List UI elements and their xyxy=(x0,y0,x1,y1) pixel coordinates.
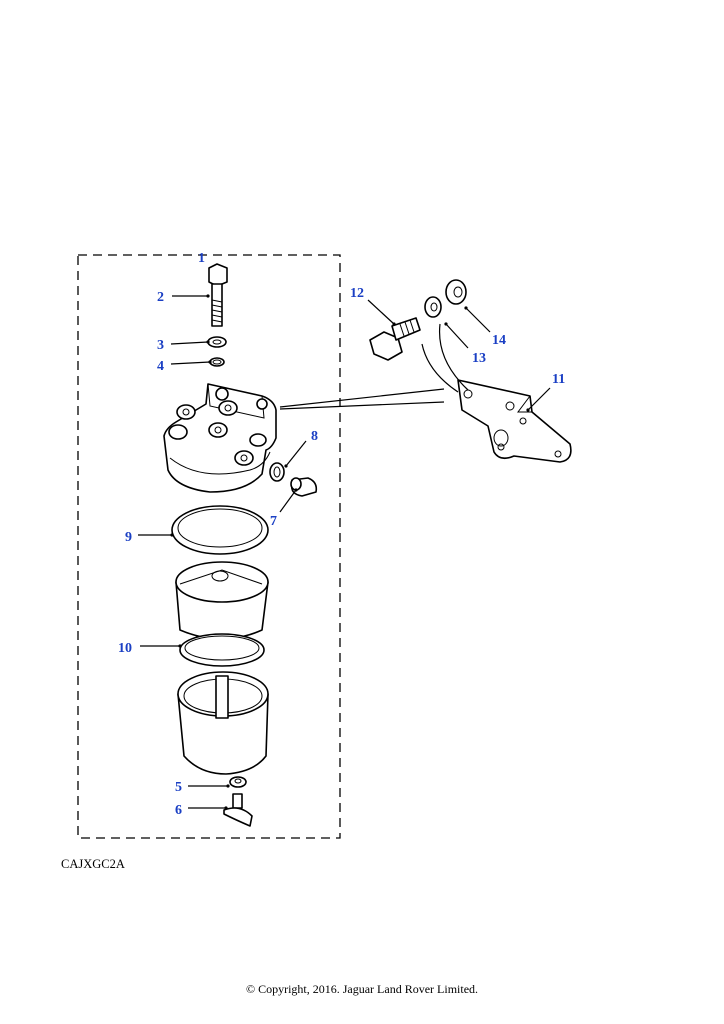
copyright-notice: © Copyright, 2016. Jaguar Land Rover Lim… xyxy=(245,982,479,996)
callout-3: 3 xyxy=(157,338,164,353)
connector-line xyxy=(279,388,445,408)
part-washer xyxy=(207,336,227,348)
part-bracket-washer xyxy=(424,296,442,318)
part-seal-ring xyxy=(171,505,269,555)
connector-line xyxy=(421,343,459,393)
part-filter-element xyxy=(175,561,269,640)
connector-line xyxy=(438,323,469,391)
callout-7: 7 xyxy=(270,514,277,529)
diagram-reference-code: CAJXGC2A xyxy=(61,857,125,871)
assembly-boundary xyxy=(77,254,341,839)
part-filter-bowl xyxy=(177,671,269,775)
callout-1: 1 xyxy=(198,251,205,266)
callout-5: 5 xyxy=(175,780,182,795)
part-bolt xyxy=(208,263,228,327)
callout-8: 8 xyxy=(311,429,318,444)
part-drain-washer xyxy=(229,776,247,788)
part-drain-screw xyxy=(223,793,253,827)
callout-10: 10 xyxy=(118,641,132,656)
callout-12: 12 xyxy=(350,286,364,301)
part-mounting-bracket xyxy=(457,379,572,463)
leader-lines xyxy=(138,294,551,810)
callout-2: 2 xyxy=(157,290,164,305)
part-bracket-nut xyxy=(445,279,467,305)
part-sealing-washer xyxy=(269,462,285,482)
part-bowl-seal xyxy=(179,633,265,667)
callout-4: 4 xyxy=(157,359,164,374)
part-o-ring-small xyxy=(209,357,225,367)
callout-13: 13 xyxy=(472,351,486,366)
part-plug xyxy=(290,477,318,497)
callout-9: 9 xyxy=(125,530,132,545)
callout-6: 6 xyxy=(175,803,182,818)
part-bracket-bolt xyxy=(369,317,421,361)
callout-14: 14 xyxy=(492,333,506,348)
part-filter-head xyxy=(163,383,277,493)
callout-11: 11 xyxy=(552,372,565,387)
connector-line xyxy=(279,401,445,410)
